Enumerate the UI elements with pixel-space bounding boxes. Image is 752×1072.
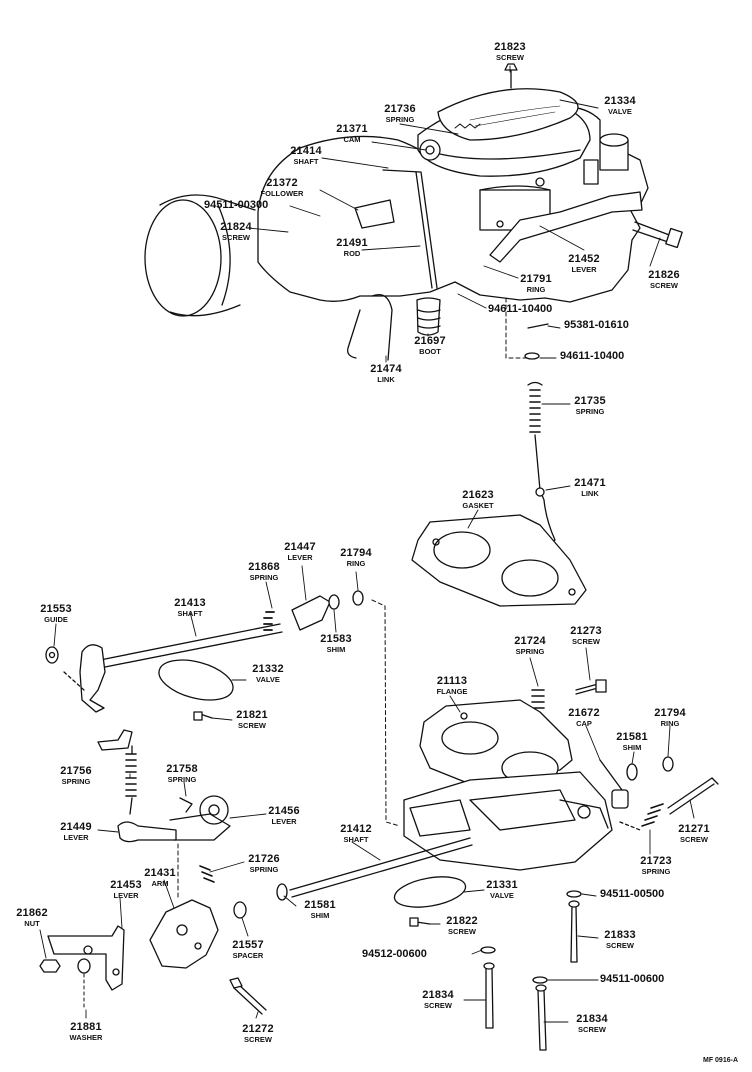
part-label-95381-01610: 95381-01610 xyxy=(564,319,629,331)
part-label-94511-00500: 94511-00500 xyxy=(600,888,665,900)
leader-lines xyxy=(39,65,695,1023)
part-label-94511-00300: 94511-00300 xyxy=(204,199,269,211)
throttle-body-drawing xyxy=(276,679,719,927)
secondary-shaft-drawing xyxy=(45,590,401,827)
air-horn-assembly-drawing xyxy=(144,63,683,361)
part-label-94512-00600: 94512-00600 xyxy=(362,948,427,960)
throttle-body-screws-drawing xyxy=(480,890,582,1051)
diagram-reference-code: MF 0916-A xyxy=(702,1057,738,1064)
gasket-drawing xyxy=(411,514,587,607)
part-label-94511-00600: 94511-00600 xyxy=(600,973,665,985)
part-label-94611-10400-lower: 94611-10400 xyxy=(560,350,625,362)
primary-linkage-drawing xyxy=(39,729,267,1015)
part-label-94611-10400-upper: 94611-10400 xyxy=(488,303,553,315)
spring-and-link-drawing xyxy=(499,381,556,579)
